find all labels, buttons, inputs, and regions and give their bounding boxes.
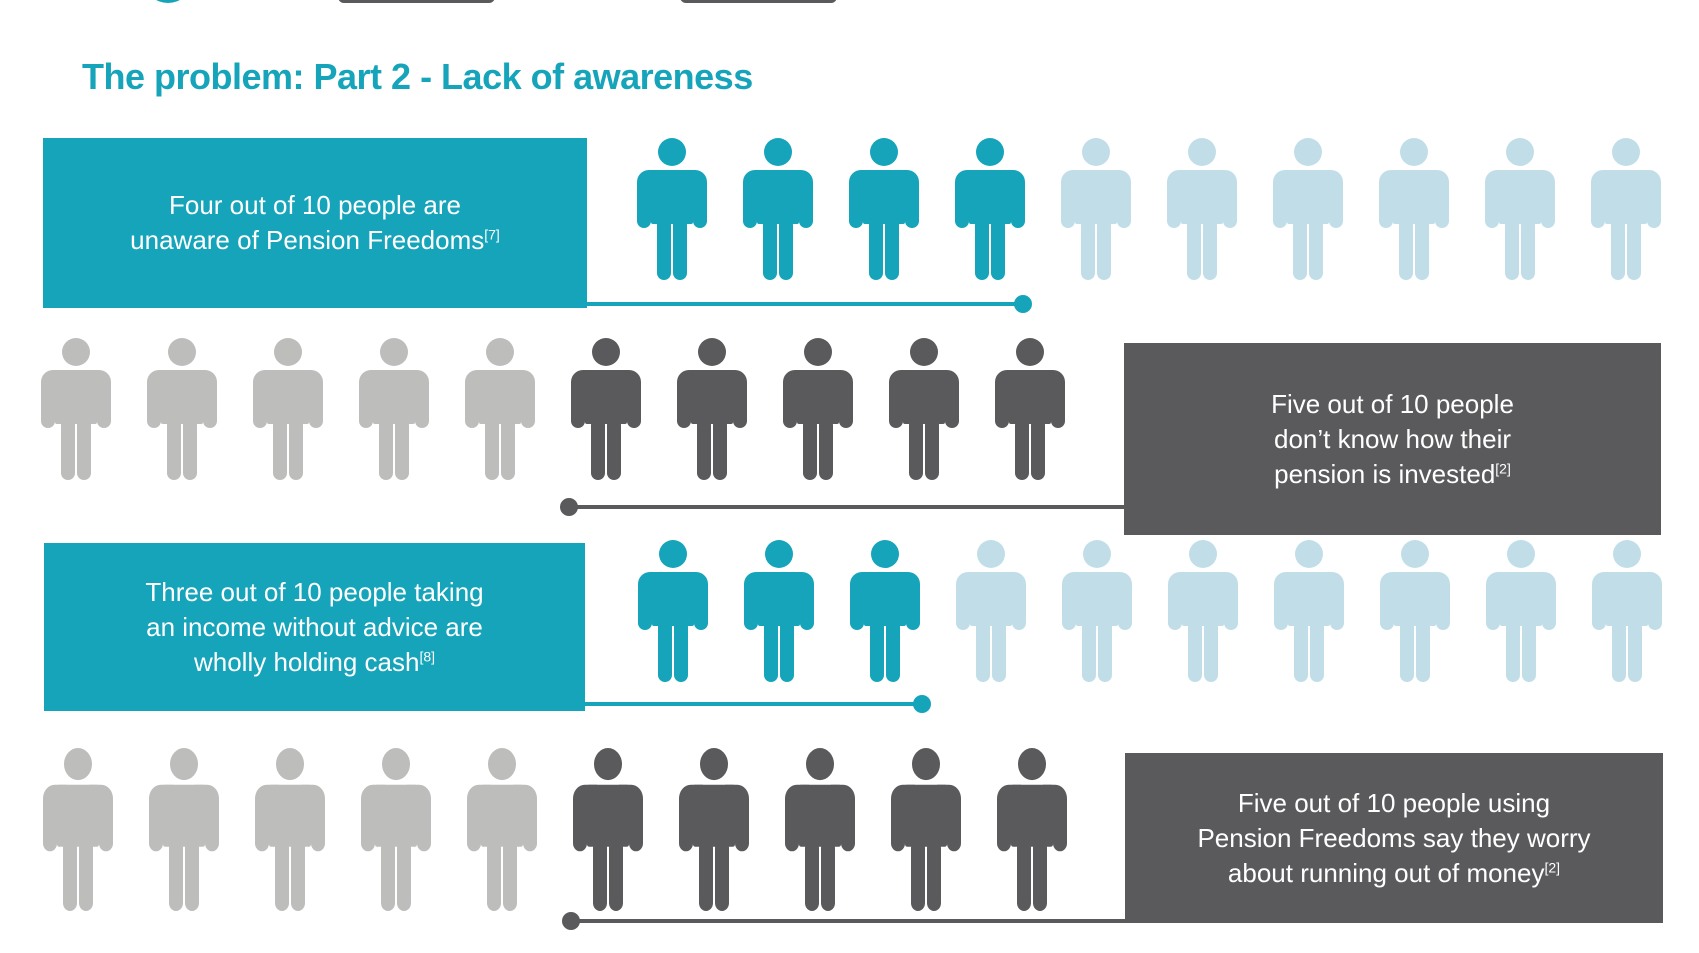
person-icon: [1061, 138, 1131, 280]
person-icon: [465, 338, 535, 480]
stat-text-4: Five out of 10 people using Pension Free…: [1197, 786, 1590, 891]
stat-line: don’t know how their: [1273, 423, 1512, 454]
stat-text-2: Five out of 10 people don’t know how the…: [1271, 387, 1514, 492]
person-icon: [1486, 540, 1556, 682]
connector-line-4: [571, 919, 1125, 923]
top-cropped-button-shape: [680, 0, 837, 3]
person-icon-highlighted: [889, 338, 959, 480]
person-icon: [1167, 138, 1237, 280]
person-icon-highlighted: [743, 138, 813, 280]
page-title: The problem: Part 2 - Lack of awareness: [82, 56, 753, 97]
connector-dot-1: [1014, 295, 1032, 313]
stat-line: about running out of money: [1227, 857, 1545, 888]
stat-box-1: Four out of 10 people are unaware of Pen…: [43, 138, 587, 308]
stat-line: Four out of 10 people are: [169, 190, 461, 220]
person-icon-highlighted: [850, 540, 920, 682]
person-icon: [1273, 138, 1343, 280]
reference-marker: [8]: [419, 647, 436, 664]
person-icon: [43, 748, 113, 911]
person-icon-highlighted: [785, 748, 855, 911]
person-icon-highlighted: [637, 138, 707, 280]
person-icon-highlighted: [677, 338, 747, 480]
person-icon: [467, 748, 537, 911]
person-icon-highlighted: [849, 138, 919, 280]
stat-line: pension is invested: [1274, 458, 1496, 489]
stat-box-2: Five out of 10 people don’t know how the…: [1124, 343, 1661, 535]
person-icon-highlighted: [955, 138, 1025, 280]
stat-line: Three out of 10 people taking: [145, 576, 484, 607]
connector-line-1: [587, 302, 1023, 306]
stat-text-3: Three out of 10 people taking an income …: [145, 575, 483, 680]
reference-marker: [7]: [484, 226, 500, 243]
stat-line: wholly holding cash: [193, 646, 420, 677]
person-icon: [1591, 138, 1661, 280]
person-icon-highlighted: [679, 748, 749, 911]
person-icon-highlighted: [573, 748, 643, 911]
connector-dot-4: [562, 912, 580, 930]
person-icon: [149, 748, 219, 911]
person-icon: [41, 338, 111, 480]
person-icon-highlighted: [997, 748, 1067, 911]
person-icon: [255, 748, 325, 911]
stat-line: Pension Freedoms say they worry: [1197, 822, 1591, 853]
person-icon: [361, 748, 431, 911]
person-icon: [147, 338, 217, 480]
top-cropped-button-shape: [338, 0, 495, 3]
top-cropped-circle-shape: [145, 0, 191, 3]
stat-line: Five out of 10 people using: [1237, 787, 1551, 818]
connector-line-3: [585, 702, 922, 706]
person-icon-highlighted: [638, 540, 708, 682]
person-icon: [1485, 138, 1555, 280]
person-icon-highlighted: [995, 338, 1065, 480]
person-icon: [359, 338, 429, 480]
person-icon: [956, 540, 1026, 682]
person-icon: [1274, 540, 1344, 682]
person-icon-highlighted: [783, 338, 853, 480]
connector-dot-2: [560, 498, 578, 516]
person-icon: [1062, 540, 1132, 682]
person-icon: [1380, 540, 1450, 682]
person-icon: [253, 338, 323, 480]
stat-box-3: Three out of 10 people taking an income …: [44, 543, 585, 711]
stat-text-1: Four out of 10 people are unaware of Pen…: [130, 188, 500, 258]
stat-line: an income without advice are: [146, 611, 483, 642]
reference-marker: [2]: [1544, 858, 1561, 875]
connector-line-2: [569, 505, 1125, 509]
person-icon-highlighted: [744, 540, 814, 682]
person-icon: [1592, 540, 1662, 682]
person-icon-highlighted: [571, 338, 641, 480]
reference-marker: [2]: [1495, 459, 1511, 476]
stat-box-4: Five out of 10 people using Pension Free…: [1125, 753, 1663, 923]
stat-line: unaware of Pension Freedoms: [130, 225, 485, 255]
person-icon: [1168, 540, 1238, 682]
person-icon-highlighted: [891, 748, 961, 911]
stat-line: Five out of 10 people: [1271, 388, 1514, 419]
person-icon: [1379, 138, 1449, 280]
connector-dot-3: [913, 695, 931, 713]
